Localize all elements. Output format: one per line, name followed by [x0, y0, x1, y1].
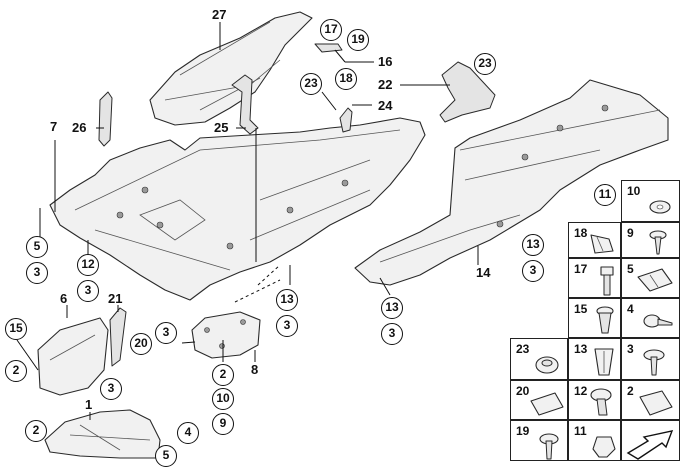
part-7-underbody-panel	[49, 117, 426, 301]
callout-circle-15: 15	[5, 318, 27, 340]
callout-circle-12: 12	[77, 254, 99, 276]
part-6-front-bracket	[37, 317, 109, 396]
callout-14: 14	[476, 265, 491, 280]
callout-circle-5: 5	[155, 445, 177, 467]
callout-circle-3: 3	[276, 315, 298, 337]
spring-clip-icon	[637, 268, 673, 292]
clip-nut-icon	[590, 234, 614, 254]
callout-circle-2: 2	[212, 364, 234, 386]
part-14-rear-underbody-panel	[354, 79, 669, 286]
callout-circle-13: 13	[522, 234, 544, 256]
callout-24: 24	[378, 98, 393, 113]
callout-circle-3: 3	[77, 280, 99, 302]
forward-arrow-icon	[626, 430, 674, 460]
callout-circle-3: 3	[100, 378, 122, 400]
callout-circle-13: 13	[381, 297, 403, 319]
callout-circle-19: 19	[347, 29, 369, 51]
leader-lines	[16, 22, 479, 420]
flange-screw-icon	[643, 349, 665, 376]
legend-cell-2: 2	[621, 380, 680, 420]
clip-nut-icon	[639, 390, 673, 416]
part-27-heat-shield	[149, 11, 313, 126]
screw-icon	[539, 433, 559, 460]
legend-cell-23: 23	[510, 338, 568, 380]
part-22-bracket	[439, 61, 496, 123]
expansion-rivet-icon	[596, 306, 614, 334]
callout-circle-13: 13	[276, 289, 298, 311]
part-1-front-cover	[44, 409, 161, 459]
direction-arrow-cell	[621, 420, 680, 461]
part-24-bracket	[339, 107, 353, 133]
washer-icon	[649, 200, 671, 214]
callout-circle-10: 10	[212, 388, 234, 410]
bolt-icon	[600, 266, 614, 296]
callout-16: 16	[378, 54, 393, 69]
legend-cell-4: 4	[621, 298, 680, 338]
callout-circle-4: 4	[177, 422, 199, 444]
part-26-bracket	[98, 91, 113, 147]
part-8-cover	[191, 311, 261, 359]
callout-circle-18: 18	[335, 68, 357, 90]
callout-6: 6	[60, 291, 68, 306]
legend-cell-18: 18	[568, 222, 621, 258]
legend-cell-15: 15	[568, 298, 621, 338]
legend-cell-3: 3	[621, 338, 680, 380]
part-21-strip	[109, 307, 127, 367]
clip-icon	[530, 392, 564, 416]
screw-icon	[649, 230, 667, 255]
callout-circle-2: 2	[5, 360, 27, 382]
callout-1: 1	[85, 397, 93, 412]
callout-22: 22	[378, 77, 393, 92]
plastic-rivet-icon	[590, 388, 612, 416]
callout-circle-20: 20	[130, 333, 152, 355]
legend-cell-11: 11	[568, 420, 621, 461]
callout-27: 27	[212, 7, 227, 22]
callout-circle-23: 23	[300, 73, 322, 95]
legend-cell-12: 12	[568, 380, 621, 420]
callout-25: 25	[214, 120, 229, 135]
callout-21: 21	[108, 291, 123, 306]
callout-circle-9: 9	[212, 413, 234, 435]
callout-circle-3: 3	[155, 322, 177, 344]
callout-circle-17: 17	[320, 19, 342, 41]
legend-cell-20: 20	[510, 380, 568, 420]
callout-8: 8	[251, 362, 259, 377]
part-25-bracket	[231, 74, 259, 135]
nut-icon	[592, 436, 616, 458]
part-16-bracket	[314, 43, 343, 53]
callout-circle-23: 23	[474, 53, 496, 75]
callout-circle-3: 3	[522, 260, 544, 282]
legend-cell-5: 5	[621, 258, 680, 298]
legend-cell-13: 13	[568, 338, 621, 380]
callout-circle-3: 3	[381, 323, 403, 345]
expanding-nut-icon	[594, 348, 614, 376]
callout-26: 26	[72, 120, 87, 135]
callout-circle-3: 3	[26, 262, 48, 284]
legend-cell-9: 9	[621, 222, 680, 258]
callout-circle-11: 11	[594, 184, 616, 206]
legend-cell-10: 10	[621, 180, 680, 222]
screw-icon	[643, 314, 673, 328]
callout-7: 7	[50, 119, 58, 134]
nut-icon	[535, 356, 559, 374]
legend-cell-17: 17	[568, 258, 621, 298]
legend-cell-19: 19	[510, 420, 568, 461]
callout-circle-5: 5	[26, 236, 48, 258]
callout-circle-2: 2	[25, 420, 47, 442]
